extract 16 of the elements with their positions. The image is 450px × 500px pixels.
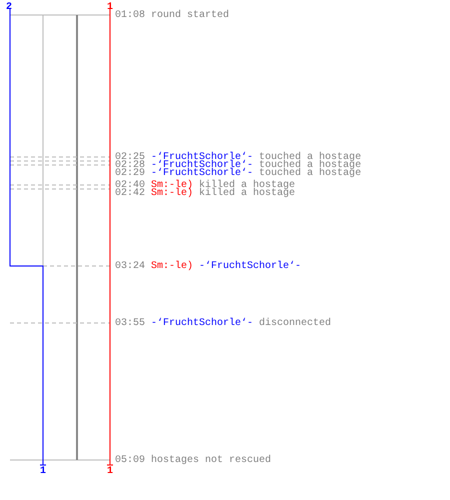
player-name: -‘FruchtSchorle‘- <box>199 262 302 272</box>
event-text: disconnected <box>259 319 332 329</box>
event-text: round started <box>151 11 230 21</box>
team-count: 1 <box>40 467 46 477</box>
timestamp: 03:55 <box>115 319 146 329</box>
timestamp: 03:24 <box>115 262 146 272</box>
event-text: hostages not rescued <box>151 456 272 466</box>
timestamp: 02:42 <box>115 189 146 199</box>
player-name: -‘FruchtSchorle‘- <box>151 319 254 329</box>
timestamp: 01:08 <box>115 11 146 21</box>
player-name: Sm:-le) <box>151 189 194 199</box>
timestamp: 02:29 <box>115 169 146 179</box>
timestamp: 05:09 <box>115 456 146 466</box>
player-name: Sm:-le) <box>151 262 194 272</box>
team-count: 1 <box>107 467 114 477</box>
player-name: Sm:-le) <box>151 181 194 191</box>
